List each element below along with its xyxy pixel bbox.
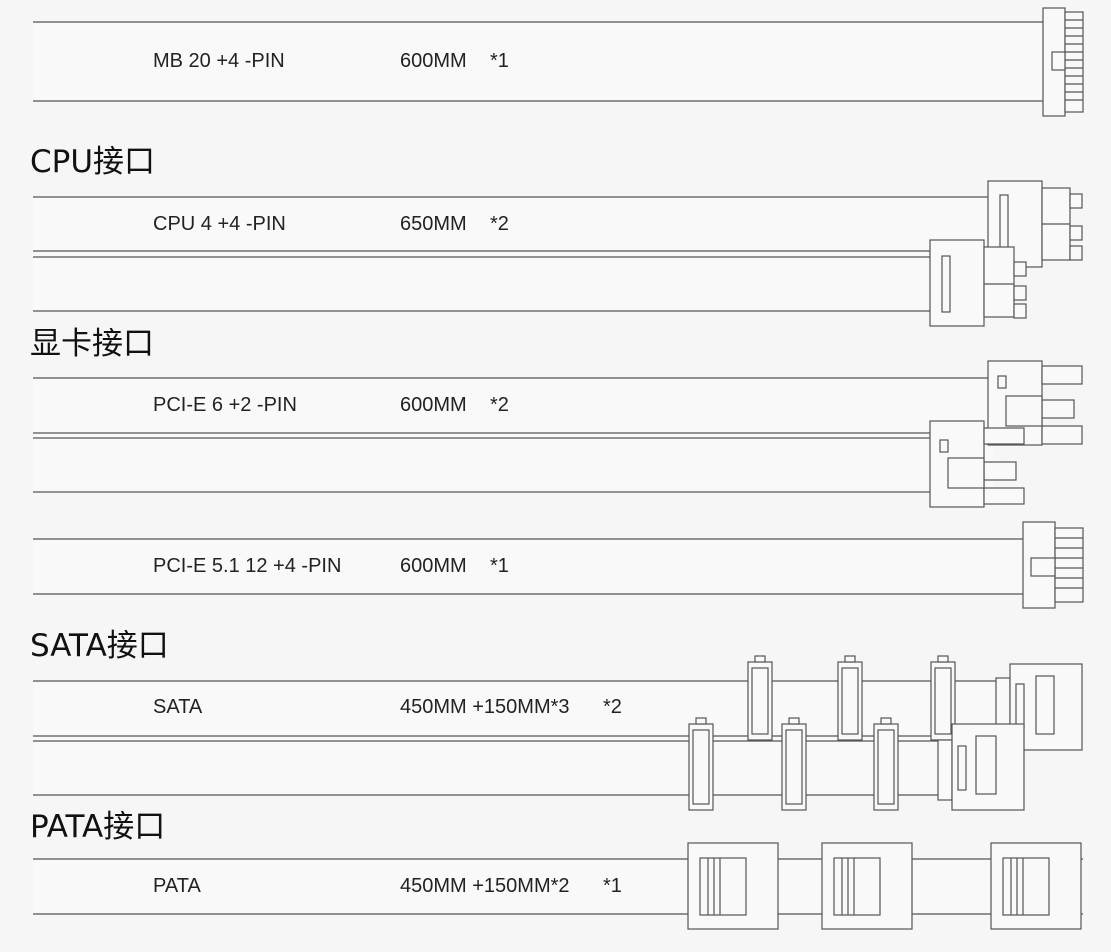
- sata-connector-icon: [837, 655, 863, 741]
- cable-qty: *2: [490, 213, 509, 235]
- cable-qty: *1: [490, 555, 509, 577]
- cpu-8pin-connector-icon-2: [929, 239, 1027, 327]
- cable-band-mb: [33, 21, 1043, 102]
- cable-name: SATA: [153, 696, 203, 718]
- cable-qty: *1: [603, 875, 622, 897]
- cable-name: MB 20 +4 -PIN: [153, 50, 285, 72]
- section-heading-gpu: 显卡接口: [30, 326, 154, 362]
- cable-length: 450MM +150MM*3: [400, 696, 570, 718]
- sata-connector-icon: [688, 717, 714, 811]
- cable-length: 450MM +150MM*2: [400, 875, 570, 897]
- cable-band-cpu: [33, 196, 993, 312]
- sata-end-connector-icon-2: [937, 723, 1025, 811]
- cable-name: PCI-E 5.1 12 +4 -PIN: [153, 555, 342, 577]
- cable-qty: *1: [490, 50, 509, 72]
- cable-qty: *2: [490, 394, 509, 416]
- sata-connector-icon: [873, 717, 899, 811]
- cable-band-pcie-8pin: [33, 377, 993, 493]
- cable-length: 600MM: [400, 50, 467, 72]
- section-heading-cpu: CPU接口: [30, 144, 156, 180]
- cable-name: CPU 4 +4 -PIN: [153, 213, 286, 235]
- cable-length: 650MM: [400, 213, 467, 235]
- pata-connector-icon: [821, 842, 913, 930]
- cable-name: PCI-E 6 +2 -PIN: [153, 394, 297, 416]
- sata-end-connector-icon: [995, 663, 1083, 751]
- cpu-8pin-connector-icon: [987, 180, 1083, 268]
- cable-length: 600MM: [400, 394, 467, 416]
- sata-connector-icon: [747, 655, 773, 741]
- mb-24pin-connector-icon: [1042, 7, 1084, 117]
- cable-name: PATA: [153, 875, 201, 897]
- pcie-16pin-connector-icon: [1022, 521, 1084, 609]
- pata-connector-icon: [687, 842, 779, 930]
- pcie-8pin-connector-icon-2: [929, 420, 1025, 508]
- sata-connector-icon: [781, 717, 807, 811]
- cable-qty: *2: [603, 696, 622, 718]
- section-heading-pata: PATA接口: [30, 809, 166, 845]
- pata-connector-icon: [990, 842, 1082, 930]
- sata-connector-icon: [930, 655, 956, 741]
- section-heading-sata: SATA接口: [30, 628, 169, 664]
- cable-band-pcie-16pin: [33, 538, 1023, 595]
- cable-length: 600MM: [400, 555, 467, 577]
